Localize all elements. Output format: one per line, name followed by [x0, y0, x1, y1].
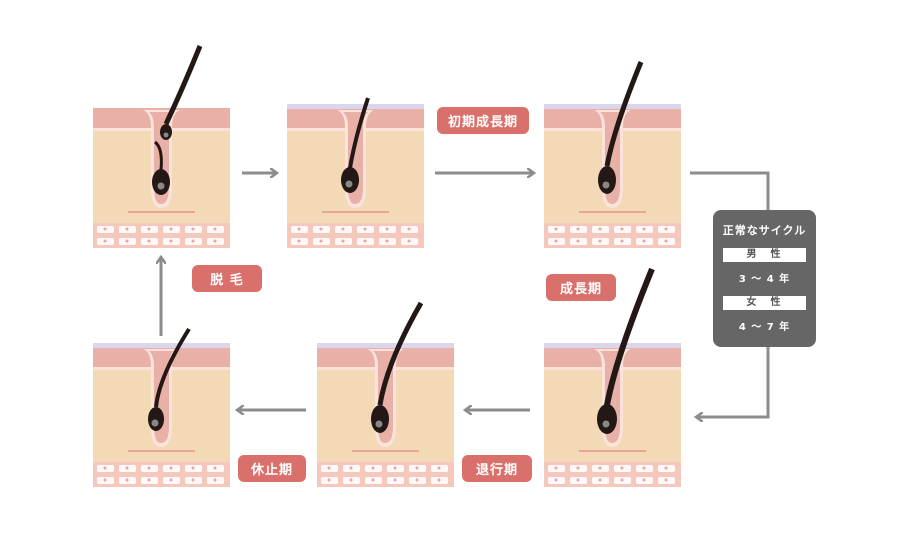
normal-cycle-title: 正常なサイクル	[722, 224, 807, 237]
label-shedding: 脱 毛	[192, 265, 262, 292]
arrow-cycle-connector	[690, 171, 770, 210]
female-years: 4 ～ 7 年	[738, 322, 791, 333]
hair-stage-early-growth-image	[286, 97, 425, 249]
label-regression: 退行期	[462, 455, 532, 482]
male-label: 男 性	[723, 248, 806, 262]
hair-stage-growth-bottom-image	[543, 267, 682, 488]
male-years: 3 ～ 4 年	[738, 274, 791, 285]
hair-stage-growth-top-image	[543, 61, 682, 249]
label-initial-growth: 初期成長期	[437, 107, 529, 134]
hair-stage-shedding-image	[92, 45, 231, 249]
hair-stage-regression-image	[316, 301, 455, 488]
label-resting: 休止期	[238, 455, 306, 482]
arrow-cycle-to-growth	[697, 347, 770, 417]
female-label: 女 性	[723, 296, 806, 310]
label-growth: 成長期	[546, 274, 616, 301]
hair-stage-resting-image	[92, 327, 231, 488]
normal-cycle-box: 正常なサイクル 男 性 3 ～ 4 年 女 性 4 ～ 7 年	[713, 210, 816, 347]
